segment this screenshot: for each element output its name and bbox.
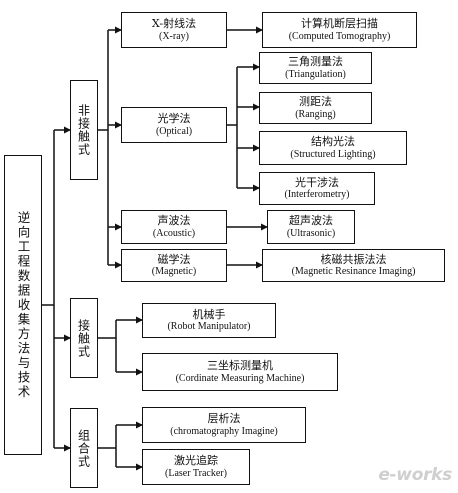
- method-acoustic: 声波法 (Acoustic): [121, 210, 227, 244]
- method-cmm-zh: 三坐标测量机: [207, 359, 273, 373]
- technique-triangulation: 三角测量法 (Triangulation): [259, 52, 372, 84]
- method-laser-tracker: 激光追踪 (Laser Tracker): [142, 449, 250, 485]
- method-acoustic-zh: 声波法: [157, 214, 191, 228]
- technique-triangulation-en: (Triangulation): [285, 68, 346, 80]
- technique-mri: 核磁共振法法 (Magnetic Resinance Imaging): [262, 249, 445, 282]
- method-xray: X-射线法 (X-ray): [121, 12, 227, 48]
- technique-structured-lighting-zh: 结构光法: [311, 135, 355, 149]
- method-robot-manipulator-en: (Robot Manipulator): [167, 321, 251, 333]
- method-cmm-en: (Cordinate Measuring Machine): [175, 372, 305, 384]
- technique-ultrasonic-zh: 超声波法: [289, 214, 333, 228]
- technique-interferometry-zh: 光干涉法: [295, 175, 339, 189]
- eworks-logo: e-works: [378, 465, 452, 485]
- technique-ranging-zh: 测距法: [299, 95, 332, 109]
- technique-ranging: 测距法 (Ranging): [259, 92, 372, 124]
- technique-mri-zh: 核磁共振法法: [320, 252, 387, 266]
- category-noncontact: 非接触式: [70, 80, 98, 180]
- root-label: 逆向工程数据收集方法与技术: [15, 210, 31, 400]
- method-robot-manipulator: 机械手 (Robot Manipulator): [142, 303, 276, 338]
- method-magnetic-en: (Magnetic): [151, 266, 197, 278]
- technique-ranging-en: (Ranging): [295, 108, 336, 120]
- method-xray-en: (X-ray): [159, 30, 189, 42]
- method-optical: 光学法 (Optical): [121, 107, 227, 143]
- category-combined: 组合式: [70, 408, 98, 488]
- category-contact-label: 接触式: [76, 318, 91, 358]
- category-noncontact-label: 非接触式: [76, 104, 91, 156]
- technique-interferometry-en: (Interferometry): [284, 189, 350, 201]
- method-chromatography-en: (chromatography Imagine): [170, 425, 278, 437]
- method-xray-zh: X-射线法: [151, 17, 197, 31]
- technique-ultrasonic: 超声波法 (Ultrasonic): [267, 210, 355, 244]
- category-contact: 接触式: [70, 298, 98, 378]
- category-combined-label: 组合式: [76, 428, 91, 468]
- method-laser-tracker-en: (Laser Tracker): [165, 467, 227, 479]
- technique-mri-en: (Magnetic Resinance Imaging): [291, 266, 416, 278]
- technique-ultrasonic-en: (Ultrasonic): [286, 227, 336, 239]
- method-laser-tracker-zh: 激光追踪: [174, 454, 218, 468]
- method-chromatography: 层析法 (chromatography Imagine): [142, 407, 306, 443]
- method-magnetic-zh: 磁学法: [157, 252, 191, 266]
- technique-ct: 计算机断层扫描 (Computed Tomography): [262, 12, 417, 48]
- method-chromatography-zh: 层析法: [207, 412, 241, 426]
- root-node: 逆向工程数据收集方法与技术: [4, 155, 42, 455]
- method-magnetic: 磁学法 (Magnetic): [121, 249, 227, 282]
- technique-structured-lighting-en: (Structured Lighting): [290, 148, 376, 160]
- technique-ct-zh: 计算机断层扫描: [301, 17, 378, 31]
- technique-interferometry: 光干涉法 (Interferometry): [259, 172, 375, 205]
- method-cmm: 三坐标测量机 (Cordinate Measuring Machine): [142, 353, 338, 391]
- technique-structured-lighting: 结构光法 (Structured Lighting): [259, 131, 407, 165]
- method-robot-manipulator-zh: 机械手: [192, 307, 226, 321]
- method-acoustic-en: (Acoustic): [152, 227, 196, 239]
- technique-triangulation-zh: 三角测量法: [288, 55, 343, 69]
- method-optical-zh: 光学法: [157, 112, 191, 126]
- technique-ct-en: (Computed Tomography): [288, 30, 391, 42]
- method-optical-en: (Optical): [155, 125, 193, 137]
